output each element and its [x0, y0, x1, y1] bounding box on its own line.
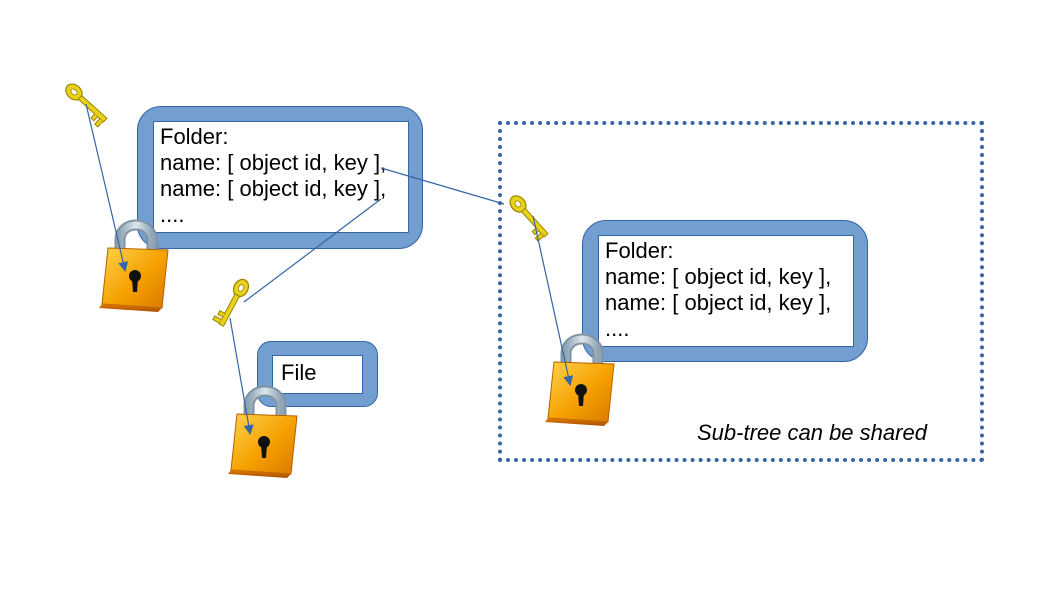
folder-a-more: .... [160, 202, 185, 227]
entry-to-key-line [380, 167, 505, 205]
folder-b-title: Folder: [605, 238, 674, 263]
entry-to-key-line [243, 198, 382, 303]
key-to-lock-arrow [229, 317, 254, 435]
folder-b-entry-1: name: [ object id, key ], [605, 264, 832, 289]
folder-a-title: Folder: [160, 124, 229, 149]
key-icon [212, 278, 250, 327]
padlock-icon [228, 385, 298, 478]
file-content: File [272, 355, 363, 394]
folder-a-content: Folder: name: [ object id, key ], name: … [153, 121, 409, 233]
key-to-lock-arrow [532, 215, 574, 386]
padlock-icon [545, 333, 615, 426]
shared-subtree-region [498, 121, 984, 462]
folder-b-entry-2: name: [ object id, key ], [605, 290, 832, 315]
folder-a-entry-2: name: [ object id, key ], [160, 176, 387, 201]
key-icon [65, 83, 108, 128]
folder-b-more: .... [605, 316, 630, 341]
key-icon [509, 195, 549, 242]
folder-b-content: Folder: name: [ object id, key ], name: … [598, 235, 854, 347]
padlock-icon [99, 219, 169, 312]
folder-a-entry-1: name: [ object id, key ], [160, 150, 387, 175]
shared-subtree-caption: Sub-tree can be shared [697, 420, 927, 445]
file-label: File [281, 360, 317, 385]
key-to-lock-arrow [85, 103, 129, 272]
